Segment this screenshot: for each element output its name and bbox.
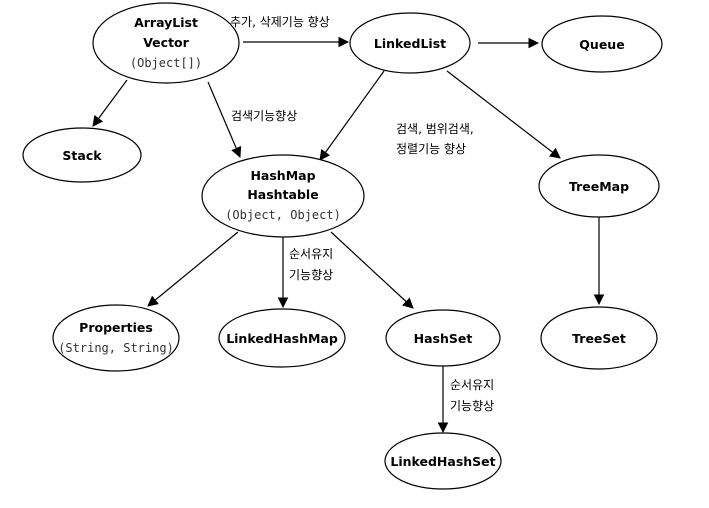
node-linkedhashset-label: LinkedHashSet bbox=[390, 454, 495, 469]
edge-hashmap-to-hashset bbox=[330, 231, 414, 309]
node-properties: Properties (String, String) bbox=[52, 304, 180, 372]
edge-label-order-1-line1: 순서유지 bbox=[289, 247, 333, 261]
node-linkedlist-label: LinkedList bbox=[374, 36, 446, 51]
node-arraylist-line1: ArrayList bbox=[134, 15, 198, 30]
node-arraylist-line2: Vector bbox=[143, 35, 189, 50]
node-queue: Queue bbox=[541, 15, 663, 73]
node-hashset: HashSet bbox=[385, 309, 501, 367]
node-treemap-label: TreeMap bbox=[569, 179, 629, 194]
edge-hashmap-to-properties bbox=[147, 231, 239, 307]
edge-label-search-range-line1: 검색, 범위검색, bbox=[396, 122, 474, 136]
node-linkedhashset: LinkedHashSet bbox=[384, 432, 502, 490]
edge-label-search: 검색기능향상 bbox=[231, 109, 297, 123]
node-hashmap-sub: (Object, Object) bbox=[225, 208, 341, 222]
node-arraylist-vector: ArrayList Vector (Object[]) bbox=[92, 2, 240, 84]
node-linkedhashmap-label: LinkedHashMap bbox=[226, 331, 338, 346]
node-treeset-label: TreeSet bbox=[572, 331, 626, 346]
node-hashmap-hashtable: HashMap Hashtable (Object, Object) bbox=[201, 154, 365, 238]
edge-linkedlist-to-treemap bbox=[446, 70, 561, 159]
node-stack-label: Stack bbox=[62, 148, 102, 163]
node-stack: Stack bbox=[22, 127, 142, 183]
node-properties-sub: (String, String) bbox=[58, 341, 174, 355]
edge-label-search-range-line2: 정렬기능 향상 bbox=[396, 142, 466, 156]
edge-label-add-delete: 추가, 삭제기능 향상 bbox=[230, 15, 330, 29]
edge-label-order-2-line1: 순서유지 bbox=[450, 378, 494, 392]
edge-linkedlist-to-hashmap bbox=[319, 70, 385, 161]
edge-arraylist-to-stack bbox=[92, 79, 128, 127]
node-treeset: TreeSet bbox=[540, 306, 658, 370]
node-hashset-label: HashSet bbox=[414, 331, 473, 346]
node-hashmap-line2: Hashtable bbox=[247, 187, 318, 202]
node-linkedlist: LinkedList bbox=[349, 12, 471, 74]
node-arraylist-sub: (Object[]) bbox=[130, 56, 202, 70]
node-queue-label: Queue bbox=[579, 37, 624, 52]
node-treemap: TreeMap bbox=[538, 154, 660, 218]
edge-label-order-2-line2: 기능향상 bbox=[450, 399, 494, 413]
edge-arraylist-to-hashmap bbox=[207, 81, 242, 158]
edge-label-order-1-line2: 기능향상 bbox=[289, 268, 333, 282]
node-linkedhashmap: LinkedHashMap bbox=[218, 308, 346, 368]
node-hashmap-line1: HashMap bbox=[250, 168, 315, 183]
node-properties-label: Properties bbox=[79, 320, 153, 335]
